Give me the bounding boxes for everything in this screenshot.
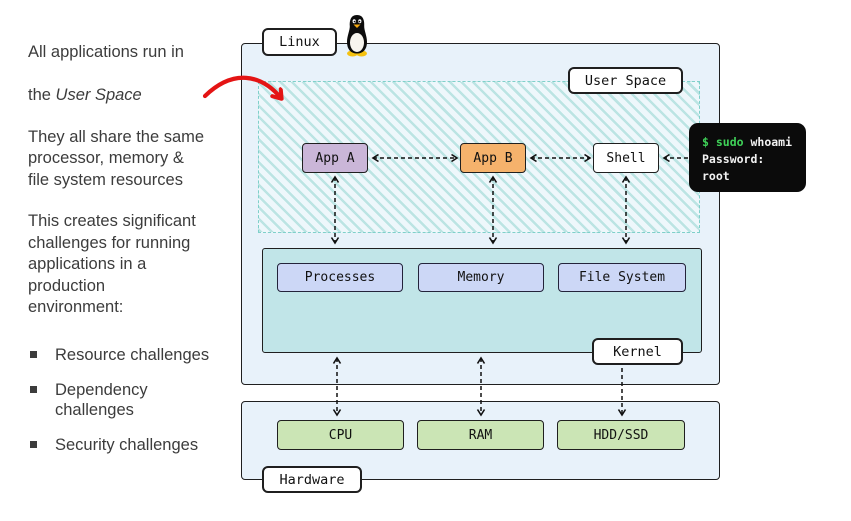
challenges-list: Resource challenges Dependency challenge…: [28, 345, 236, 455]
paragraph-challenges: This creates significant challenges for …: [28, 212, 196, 316]
terminal-command-line: $ sudo whoami: [702, 134, 806, 151]
shell-node: Shell: [593, 143, 659, 173]
paragraph-user-space: All applications run in the User Space: [28, 42, 236, 107]
paragraph-line: All applications run in: [28, 43, 184, 61]
file-system-node: File System: [558, 263, 686, 292]
terminal-prompt: $ sudo: [702, 135, 751, 149]
cpu-node: CPU: [277, 420, 404, 450]
terminal-snippet: $ sudo whoami Password: root: [689, 123, 806, 192]
terminal-output-line: root: [702, 169, 730, 183]
paragraph-line: the: [28, 86, 56, 104]
memory-node: Memory: [418, 263, 544, 292]
terminal-password-line: Password:: [702, 152, 765, 166]
bullet-text: Dependency challenges: [55, 380, 148, 419]
hdd-ssd-node: HDD/SSD: [557, 420, 685, 450]
ram-node: RAM: [417, 420, 544, 450]
hardware-label: Hardware: [262, 466, 362, 493]
list-item: Resource challenges: [28, 345, 236, 365]
user-space-italic: User Space: [55, 86, 142, 104]
tux-penguin-icon: [347, 15, 367, 57]
kernel-label: Kernel: [592, 338, 683, 365]
paragraph-shared-resources: They all share the same processor, memor…: [28, 127, 205, 189]
bullet-text: Security challenges: [55, 435, 199, 454]
terminal-command-arg: whoami: [750, 135, 793, 149]
list-item: Security challenges: [28, 435, 236, 455]
app-a-node: App A: [302, 143, 368, 173]
user-space-label: User Space: [568, 67, 683, 94]
bullet-square-icon: [30, 385, 37, 393]
app-b-node: App B: [460, 143, 526, 173]
processes-node: Processes: [277, 263, 403, 292]
explanation-panel: All applications run in the User Space T…: [28, 42, 236, 470]
bullet-square-icon: [30, 350, 37, 358]
linux-label: Linux: [262, 28, 337, 56]
bullet-text: Resource challenges: [55, 345, 210, 364]
bullet-square-icon: [30, 440, 37, 448]
list-item: Dependency challenges: [28, 380, 236, 420]
